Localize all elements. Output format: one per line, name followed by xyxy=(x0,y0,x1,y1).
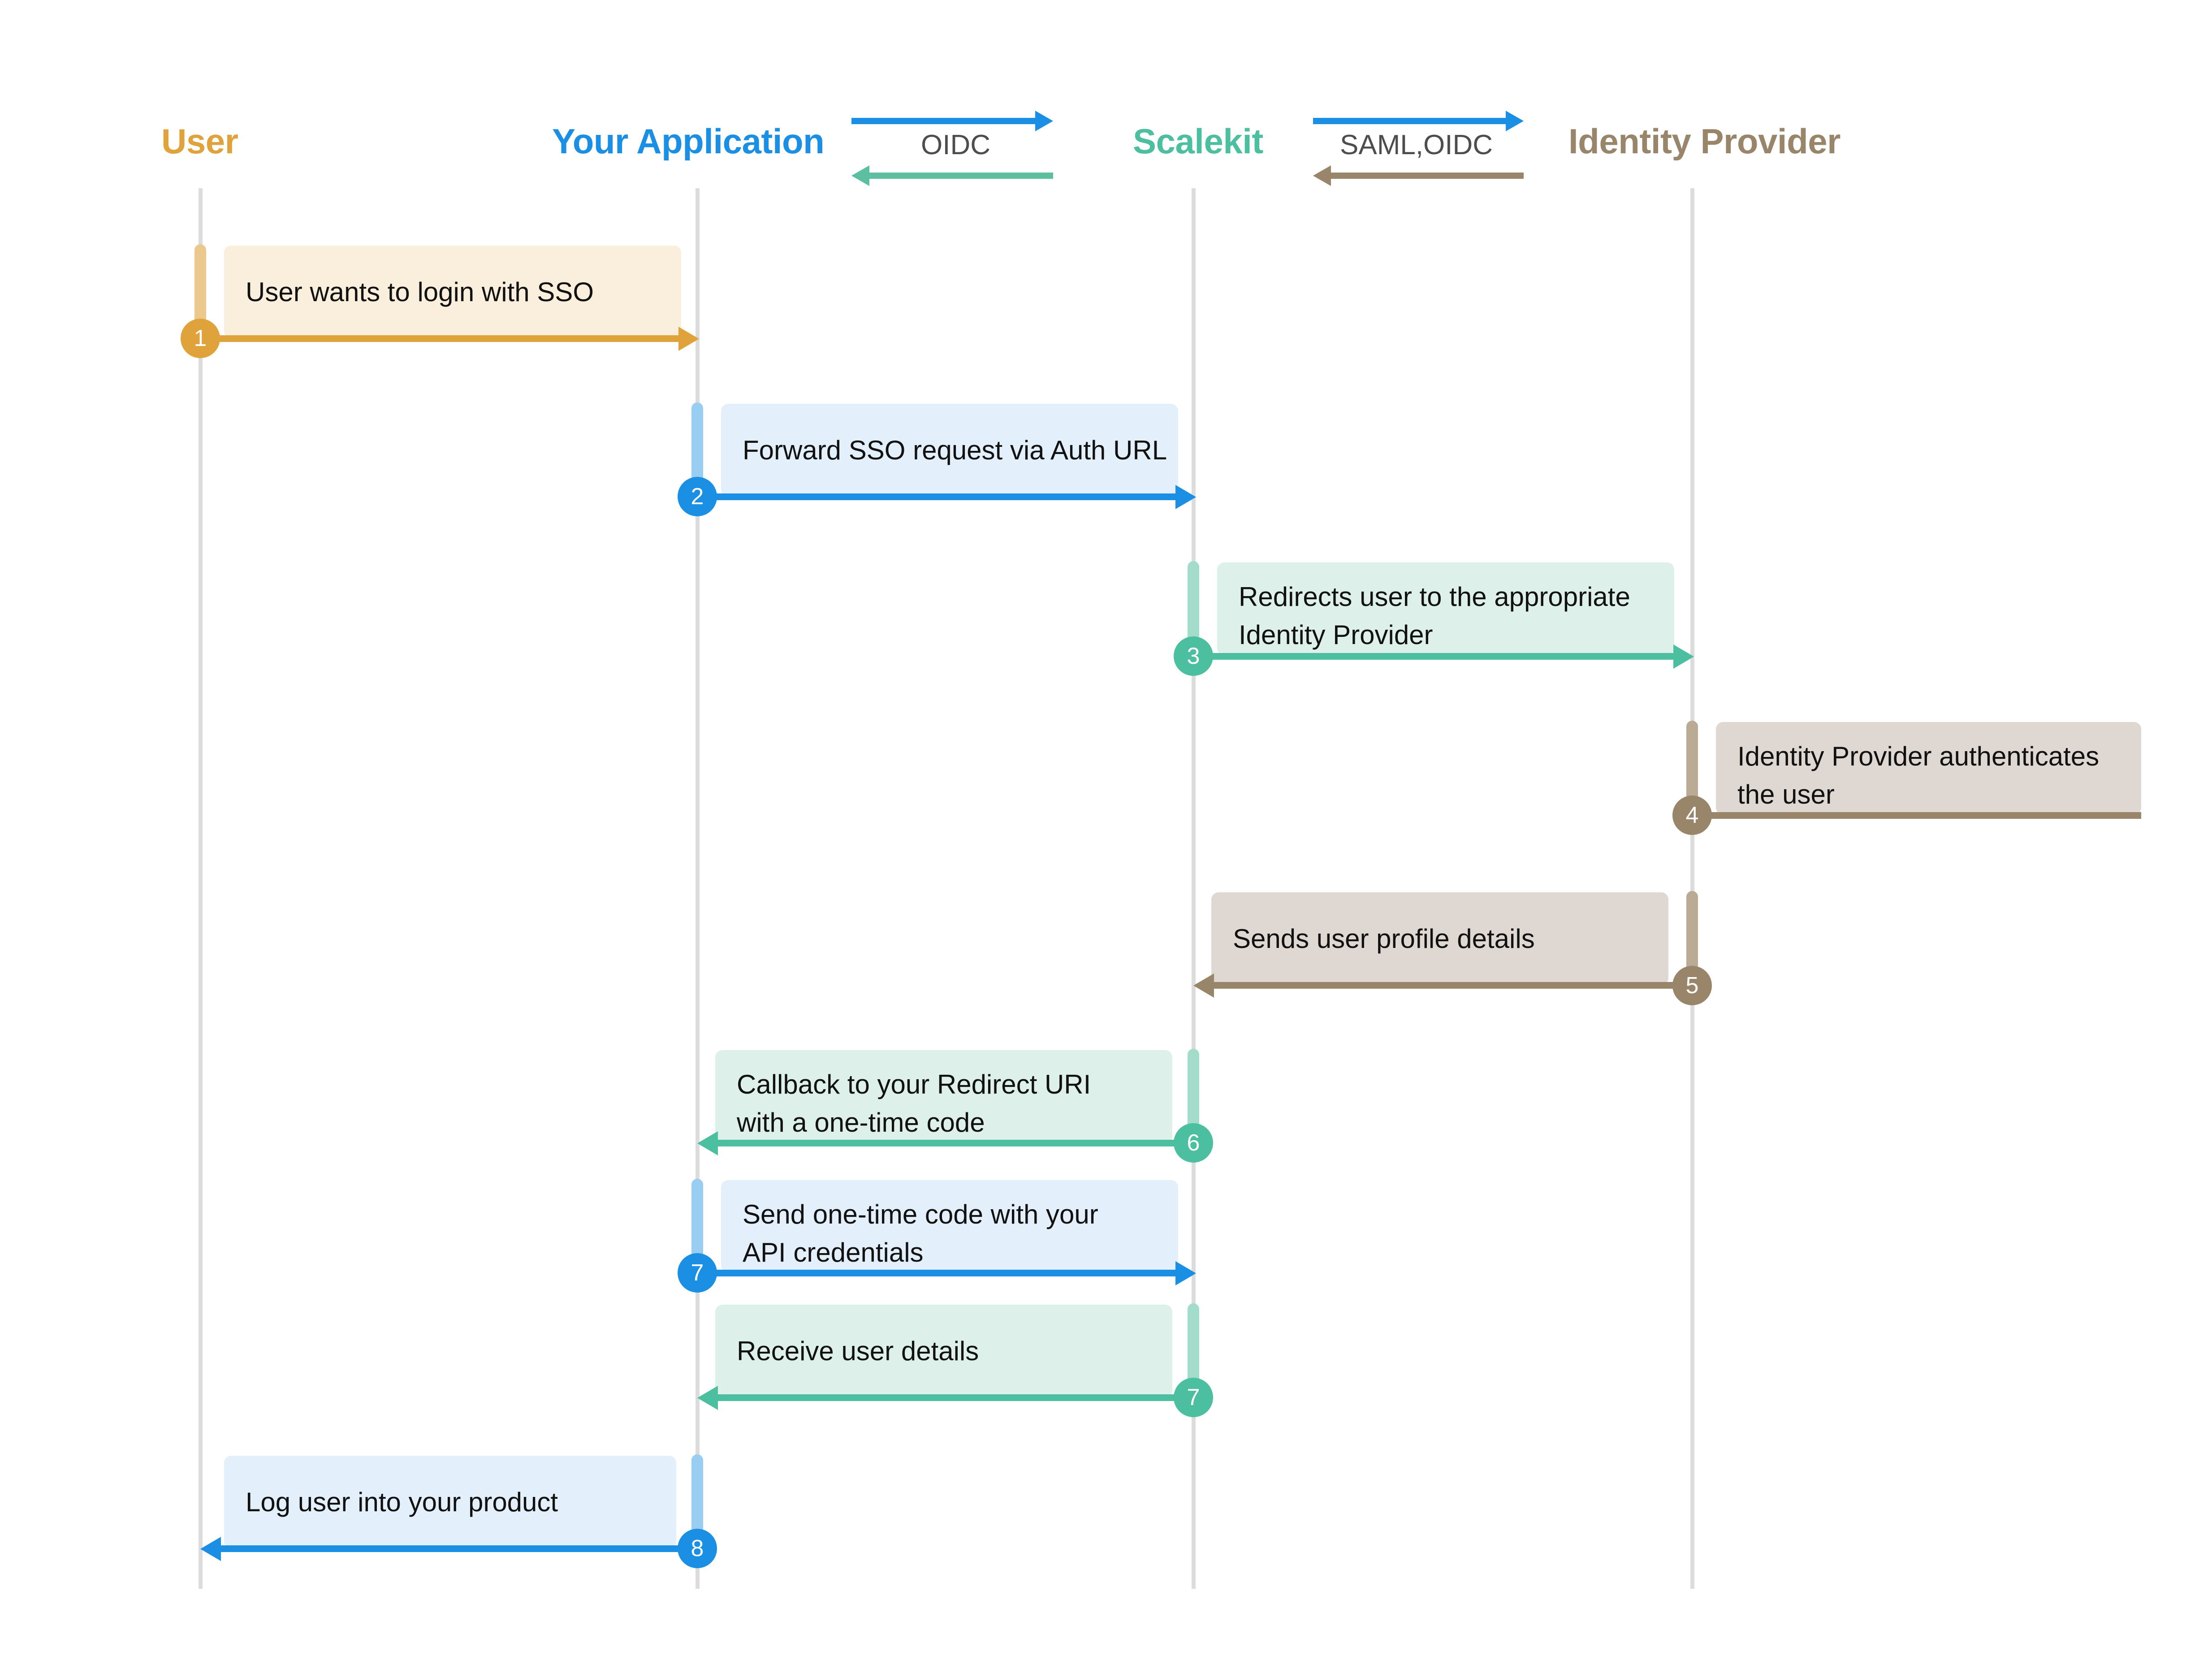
message-arrow-step-3 xyxy=(1193,644,1694,669)
arrow-shaft xyxy=(711,1140,1196,1146)
message-arrow-step-8 xyxy=(200,1537,699,1561)
step-number: 2 xyxy=(691,484,704,510)
arrow-shaft xyxy=(214,1545,699,1552)
message-arrow-step-7a xyxy=(697,1261,1196,1285)
step-badge-2: 2 xyxy=(678,477,717,516)
arrow-shaft xyxy=(1328,173,1524,179)
message-text-step-7a: Send one-time code with your API credent… xyxy=(743,1199,1098,1268)
step-badge-7b: 7 xyxy=(1174,1378,1213,1417)
message-arrow-step-4 xyxy=(1692,812,2141,819)
arrow-shaft xyxy=(697,1270,1183,1276)
arrowhead-right-icon xyxy=(1175,485,1196,509)
message-box-step-3: Redirects user to the appropriate Identi… xyxy=(1217,562,1674,655)
protocol-arrow-saml-oidc-reverse xyxy=(1313,165,1524,186)
message-box-step-5: Sends user profile details xyxy=(1211,892,1668,985)
activation-bar-step-6 xyxy=(1188,1049,1199,1136)
message-text-step-2: Forward SSO request via Auth URL xyxy=(743,435,1167,465)
protocol-arrow-saml-oidc-forward xyxy=(1313,111,1524,131)
arrowhead-right-icon xyxy=(1175,1261,1196,1285)
arrowhead-right-icon xyxy=(1035,111,1053,131)
step-badge-3: 3 xyxy=(1174,636,1213,676)
step-number: 5 xyxy=(1685,973,1699,999)
arrow-shaft xyxy=(1313,118,1508,124)
message-text-step-1: User wants to login with SSO xyxy=(246,277,594,307)
arrow-shaft xyxy=(867,173,1053,179)
step-number: 7 xyxy=(691,1260,704,1286)
arrowhead-left-icon xyxy=(200,1537,221,1561)
message-box-step-1: User wants to login with SSO xyxy=(224,246,681,338)
activation-bar-step-7b xyxy=(1188,1303,1199,1391)
step-badge-6: 6 xyxy=(1174,1123,1213,1163)
message-text-step-4: Identity Provider authenticates the user xyxy=(1737,741,2100,810)
arrowhead-left-icon xyxy=(1193,973,1214,998)
step-number: 8 xyxy=(691,1535,704,1561)
step-badge-4: 4 xyxy=(1672,796,1712,835)
participant-header-your-application: Your Application xyxy=(552,121,825,161)
lifeline-your-application xyxy=(696,188,700,1589)
protocol-arrow-oidc-reverse xyxy=(851,165,1053,186)
activation-bar-step-1 xyxy=(194,244,206,332)
arrowhead-right-icon xyxy=(678,327,699,351)
message-box-step-7b: Receive user details xyxy=(715,1305,1172,1397)
step-number: 7 xyxy=(1187,1384,1200,1410)
arrow-shaft xyxy=(200,335,686,342)
message-arrow-step-5 xyxy=(1193,973,1692,998)
activation-bar-step-7a xyxy=(691,1179,703,1266)
message-arrow-step-1 xyxy=(200,327,699,351)
message-arrow-step-2 xyxy=(697,485,1196,509)
activation-bar-step-5 xyxy=(1686,891,1698,978)
activation-bar-step-4 xyxy=(1686,721,1698,808)
arrow-shaft xyxy=(711,1394,1196,1401)
lifeline-identity-provider xyxy=(1690,188,1694,1589)
step-badge-7a: 7 xyxy=(678,1253,717,1293)
arrowhead-right-icon xyxy=(1673,644,1694,669)
step-badge-5: 5 xyxy=(1672,966,1712,1005)
message-arrow-step-7b xyxy=(697,1386,1196,1410)
participant-header-user: User xyxy=(161,121,238,161)
step-number: 1 xyxy=(194,325,207,351)
arrow-shaft xyxy=(851,118,1038,124)
arrow-shaft xyxy=(1692,812,2141,819)
arrow-shaft xyxy=(1193,653,1681,660)
activation-bar-step-2 xyxy=(691,402,703,490)
arrowhead-left-icon xyxy=(851,165,869,186)
message-arrow-step-6 xyxy=(697,1131,1196,1155)
activation-bar-step-8 xyxy=(691,1454,703,1542)
arrowhead-left-icon xyxy=(697,1386,718,1410)
protocol-arrow-oidc-forward xyxy=(851,111,1053,131)
arrowhead-left-icon xyxy=(1313,165,1331,186)
arrowhead-right-icon xyxy=(1506,111,1524,131)
step-number: 3 xyxy=(1187,643,1200,669)
participant-header-identity-provider: Identity Provider xyxy=(1568,121,1840,161)
lifeline-user xyxy=(199,188,203,1589)
message-box-step-7a: Send one-time code with your API credent… xyxy=(721,1180,1178,1273)
arrow-shaft xyxy=(697,493,1183,500)
arrowhead-left-icon xyxy=(697,1131,718,1155)
lifeline-scalekit xyxy=(1192,188,1196,1589)
message-text-step-7b: Receive user details xyxy=(737,1336,979,1366)
message-text-step-8: Log user into your product xyxy=(246,1487,558,1517)
message-box-step-4: Identity Provider authenticates the user xyxy=(1716,722,2141,815)
step-badge-1: 1 xyxy=(181,319,220,358)
step-number: 4 xyxy=(1685,802,1699,828)
protocol-label-oidc: OIDC xyxy=(921,130,990,160)
step-number: 6 xyxy=(1187,1130,1200,1156)
message-text-step-5: Sends user profile details xyxy=(1233,923,1535,954)
message-box-step-8: Log user into your product xyxy=(224,1456,676,1548)
arrow-shaft xyxy=(1207,982,1692,989)
participant-header-scalekit: Scalekit xyxy=(1133,121,1263,161)
message-box-step-2: Forward SSO request via Auth URL xyxy=(721,404,1178,497)
message-text-step-3: Redirects user to the appropriate Identi… xyxy=(1239,582,1630,650)
activation-bar-step-3 xyxy=(1188,561,1199,649)
protocol-label-saml-oidc: SAML,OIDC xyxy=(1340,130,1493,160)
message-text-step-6: Callback to your Redirect URI with a one… xyxy=(737,1069,1091,1138)
message-box-step-6: Callback to your Redirect URI with a one… xyxy=(715,1050,1172,1143)
step-badge-8: 8 xyxy=(678,1529,717,1568)
